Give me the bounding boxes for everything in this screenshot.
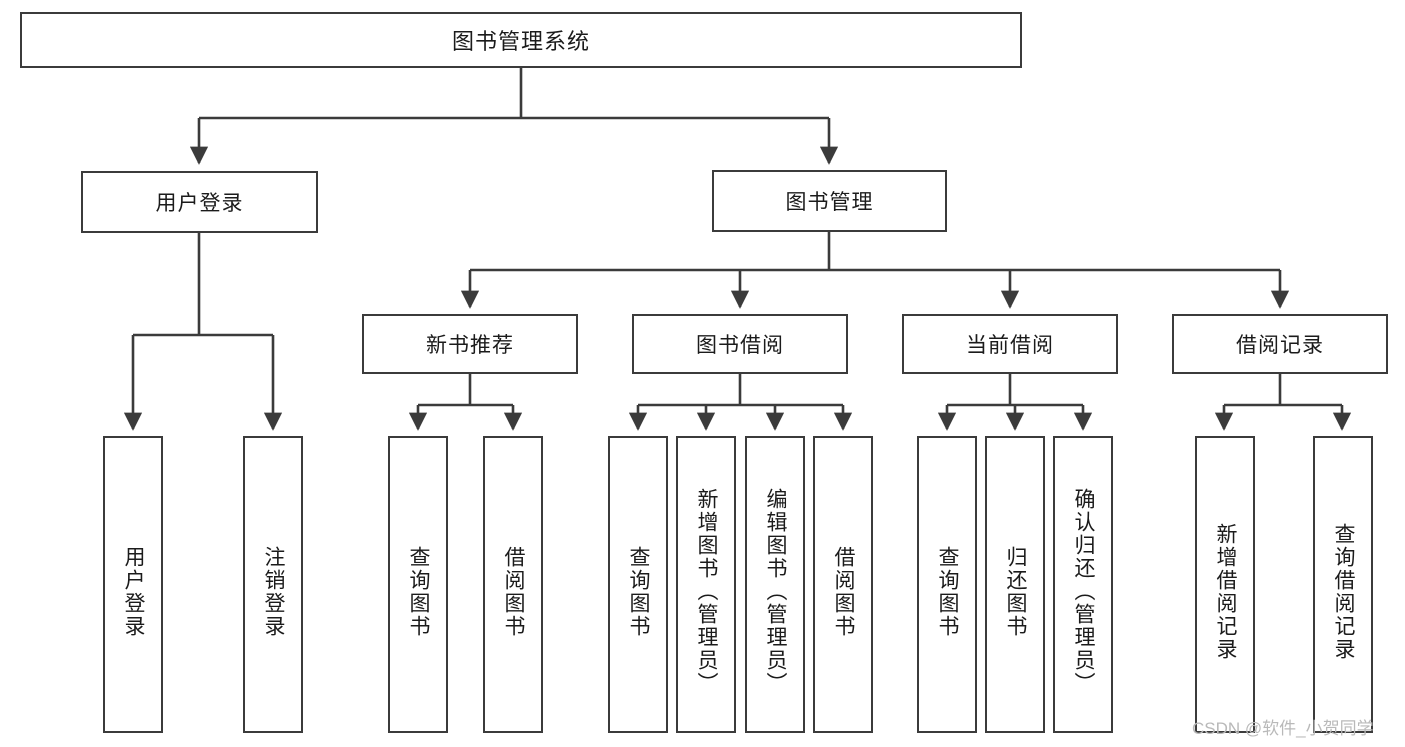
- node-label: 新增图书（管理员）: [695, 488, 719, 695]
- node-leaf-logout[interactable]: 注销登录: [243, 436, 303, 733]
- csdn-watermark: CSDN @软件_小贺同学: [1192, 719, 1374, 738]
- node-label: 图书管理: [785, 191, 874, 214]
- node-root-book-management-system[interactable]: 图书管理系统: [20, 12, 1022, 68]
- node-leaf-add-book-admin[interactable]: 新增图书（管理员）: [676, 436, 736, 733]
- node-leaf-add-borrow-record[interactable]: 新增借阅记录: [1195, 436, 1255, 733]
- node-label: 新书推荐: [426, 334, 514, 357]
- node-leaf-borrow-book-rec[interactable]: 借阅图书: [483, 436, 543, 733]
- node-label: 查询图书: [936, 545, 960, 638]
- node-leaf-edit-book-admin[interactable]: 编辑图书（管理员）: [745, 436, 805, 733]
- node-book-borrow[interactable]: 图书借阅: [632, 314, 848, 374]
- node-label: 借阅图书: [832, 545, 856, 638]
- node-label: 图书借阅: [696, 334, 784, 357]
- node-leaf-query-book-rec[interactable]: 查询图书: [388, 436, 448, 733]
- node-current-borrow[interactable]: 当前借阅: [902, 314, 1118, 374]
- node-leaf-query-book-borrow[interactable]: 查询图书: [608, 436, 668, 733]
- node-leaf-user-login[interactable]: 用户登录: [103, 436, 163, 733]
- node-user-login[interactable]: 用户登录: [81, 171, 318, 233]
- node-label: 确认归还（管理员）: [1072, 488, 1096, 695]
- node-leaf-borrow-book-borrow[interactable]: 借阅图书: [813, 436, 873, 733]
- node-label: 用户登录: [122, 545, 146, 638]
- node-label: 用户登录: [155, 192, 244, 215]
- node-label: 查询借阅记录: [1332, 522, 1356, 661]
- node-label: 新增借阅记录: [1214, 522, 1238, 661]
- node-leaf-confirm-return-admin[interactable]: 确认归还（管理员）: [1053, 436, 1113, 733]
- node-label: 查询图书: [627, 545, 651, 638]
- node-book-management[interactable]: 图书管理: [712, 170, 947, 232]
- node-label: 编辑图书（管理员）: [764, 488, 788, 695]
- node-leaf-return-book[interactable]: 归还图书: [985, 436, 1045, 733]
- node-label: 注销登录: [262, 545, 286, 638]
- node-label: 查询图书: [407, 545, 431, 638]
- node-label: 当前借阅: [966, 334, 1054, 357]
- node-label: 归还图书: [1004, 545, 1028, 638]
- node-label: 借阅图书: [502, 545, 526, 638]
- node-leaf-query-borrow-record[interactable]: 查询借阅记录: [1313, 436, 1373, 733]
- node-label: 图书管理系统: [451, 29, 590, 54]
- node-label: 借阅记录: [1236, 334, 1324, 357]
- node-new-book-recommendation[interactable]: 新书推荐: [362, 314, 578, 374]
- node-borrow-record[interactable]: 借阅记录: [1172, 314, 1388, 374]
- node-leaf-query-book-current[interactable]: 查询图书: [917, 436, 977, 733]
